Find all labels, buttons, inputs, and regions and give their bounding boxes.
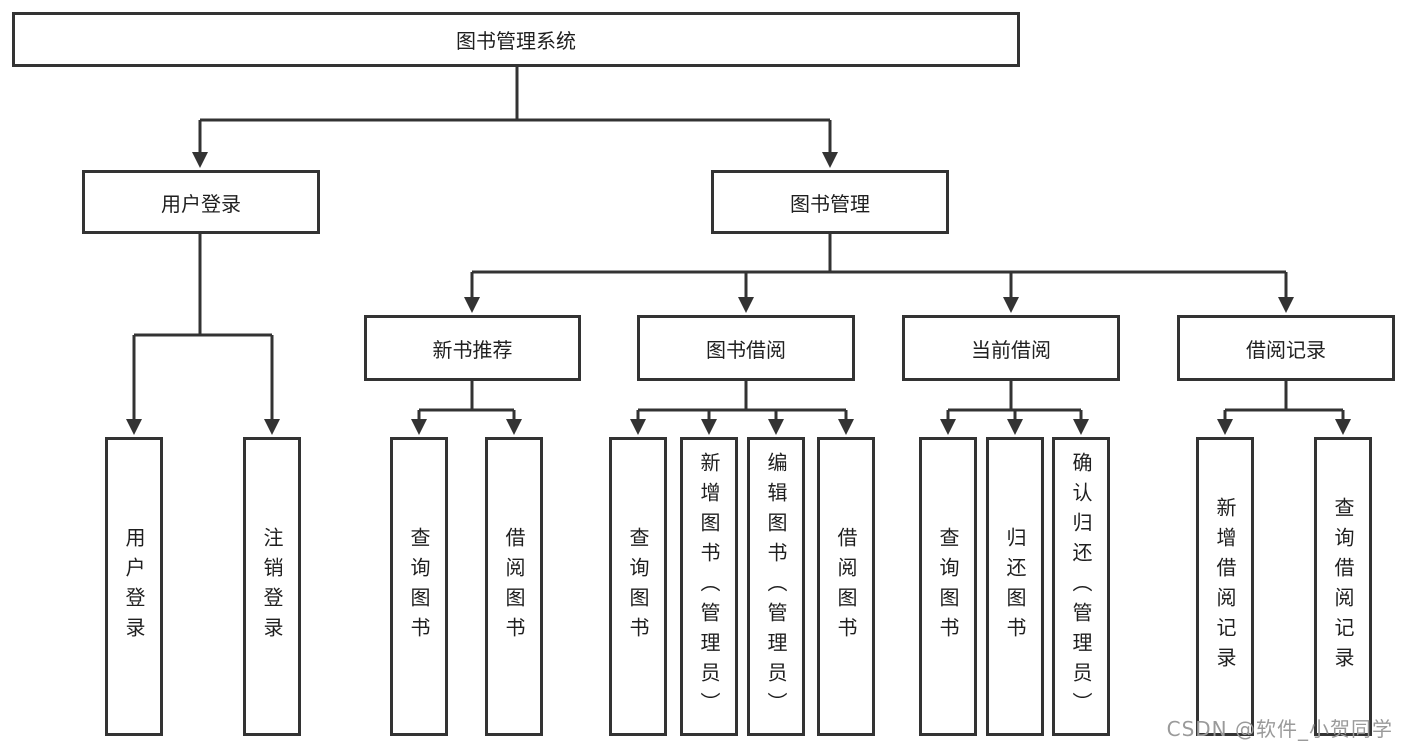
leaf-return-books: 归还图书 — [986, 437, 1044, 736]
node-user-login: 用户登录 — [82, 170, 320, 234]
node-new-book-recommend: 新书推荐 — [364, 315, 581, 381]
leaf-borrow-books-recommend: 借阅图书 — [485, 437, 543, 736]
edge-current-borrow-children — [946, 381, 1083, 419]
leaf-query-books-borrow: 查询图书 — [609, 437, 667, 736]
edge-book-borrow-children — [636, 381, 848, 419]
watermark: CSDN @软件_小贺同学 — [1166, 717, 1393, 741]
leaf-query-borrow-record: 查询借阅记录 — [1314, 437, 1372, 736]
leaf-confirm-return-admin: 确认归还（管理员） — [1052, 437, 1110, 736]
node-borrow-records: 借阅记录 — [1177, 315, 1395, 381]
edge-root-to-level2 — [198, 67, 832, 154]
edge-new-book-recommend-children — [417, 381, 516, 419]
leaf-logout: 注销登录 — [243, 437, 301, 736]
leaf-borrow-books: 借阅图书 — [817, 437, 875, 736]
leaf-query-books-recommend: 查询图书 — [390, 437, 448, 736]
leaf-add-borrow-record: 新增借阅记录 — [1196, 437, 1254, 736]
leaf-edit-books-admin: 编辑图书（管理员） — [747, 437, 805, 736]
node-current-borrow: 当前借阅 — [902, 315, 1120, 381]
leaf-add-books-admin: 新增图书（管理员） — [680, 437, 738, 736]
node-book-borrow: 图书借阅 — [637, 315, 855, 381]
node-root: 图书管理系统 — [12, 12, 1020, 67]
edge-borrow-records-children — [1223, 381, 1345, 419]
leaf-query-books-current: 查询图书 — [919, 437, 977, 736]
node-book-management: 图书管理 — [711, 170, 949, 234]
edge-book-management-children — [470, 234, 1288, 297]
edge-user-login-children — [132, 234, 274, 419]
leaf-user-login: 用户登录 — [105, 437, 163, 736]
